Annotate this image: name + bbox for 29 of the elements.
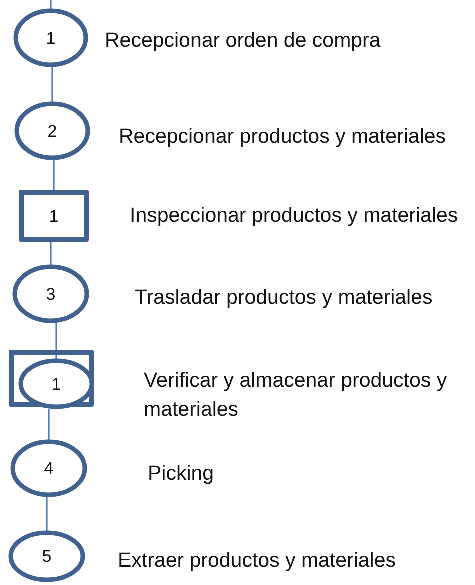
connector-line [53, 160, 55, 190]
connector-line [52, 67, 54, 102]
connector-line [50, 242, 52, 265]
operation-circle [14, 9, 88, 67]
step-number: 3 [46, 286, 56, 302]
step-description: Picking [148, 461, 216, 487]
step-number: 1 [49, 208, 59, 224]
step-number: 2 [48, 122, 58, 140]
operation-circle [9, 531, 85, 582]
step-description: Recepcionar orden de compra [105, 28, 382, 54]
step-number: 4 [44, 460, 54, 477]
operation-circle [13, 265, 89, 323]
step-description: Trasladar productos y materiales [135, 285, 434, 311]
connector-line [56, 323, 58, 359]
storage-box [9, 350, 94, 407]
inspection-box [19, 190, 89, 242]
connector-line [48, 409, 50, 440]
step-description: Recepcionar productos y materiales [119, 124, 448, 150]
connector-line [46, 497, 48, 531]
operation-circle [11, 440, 87, 497]
step-number: 1 [46, 30, 56, 46]
step-description: Inspeccionar productos y materiales [130, 203, 460, 229]
operation-circle [19, 359, 94, 409]
operation-circle [15, 102, 90, 160]
step-description: Verificar y almacenar productos y materiales [144, 368, 448, 423]
step-number: 1 [52, 376, 62, 392]
step-number: 5 [42, 548, 52, 565]
step-description: Extraer productos y materiales [118, 548, 398, 574]
connector-line [50, 0, 52, 9]
